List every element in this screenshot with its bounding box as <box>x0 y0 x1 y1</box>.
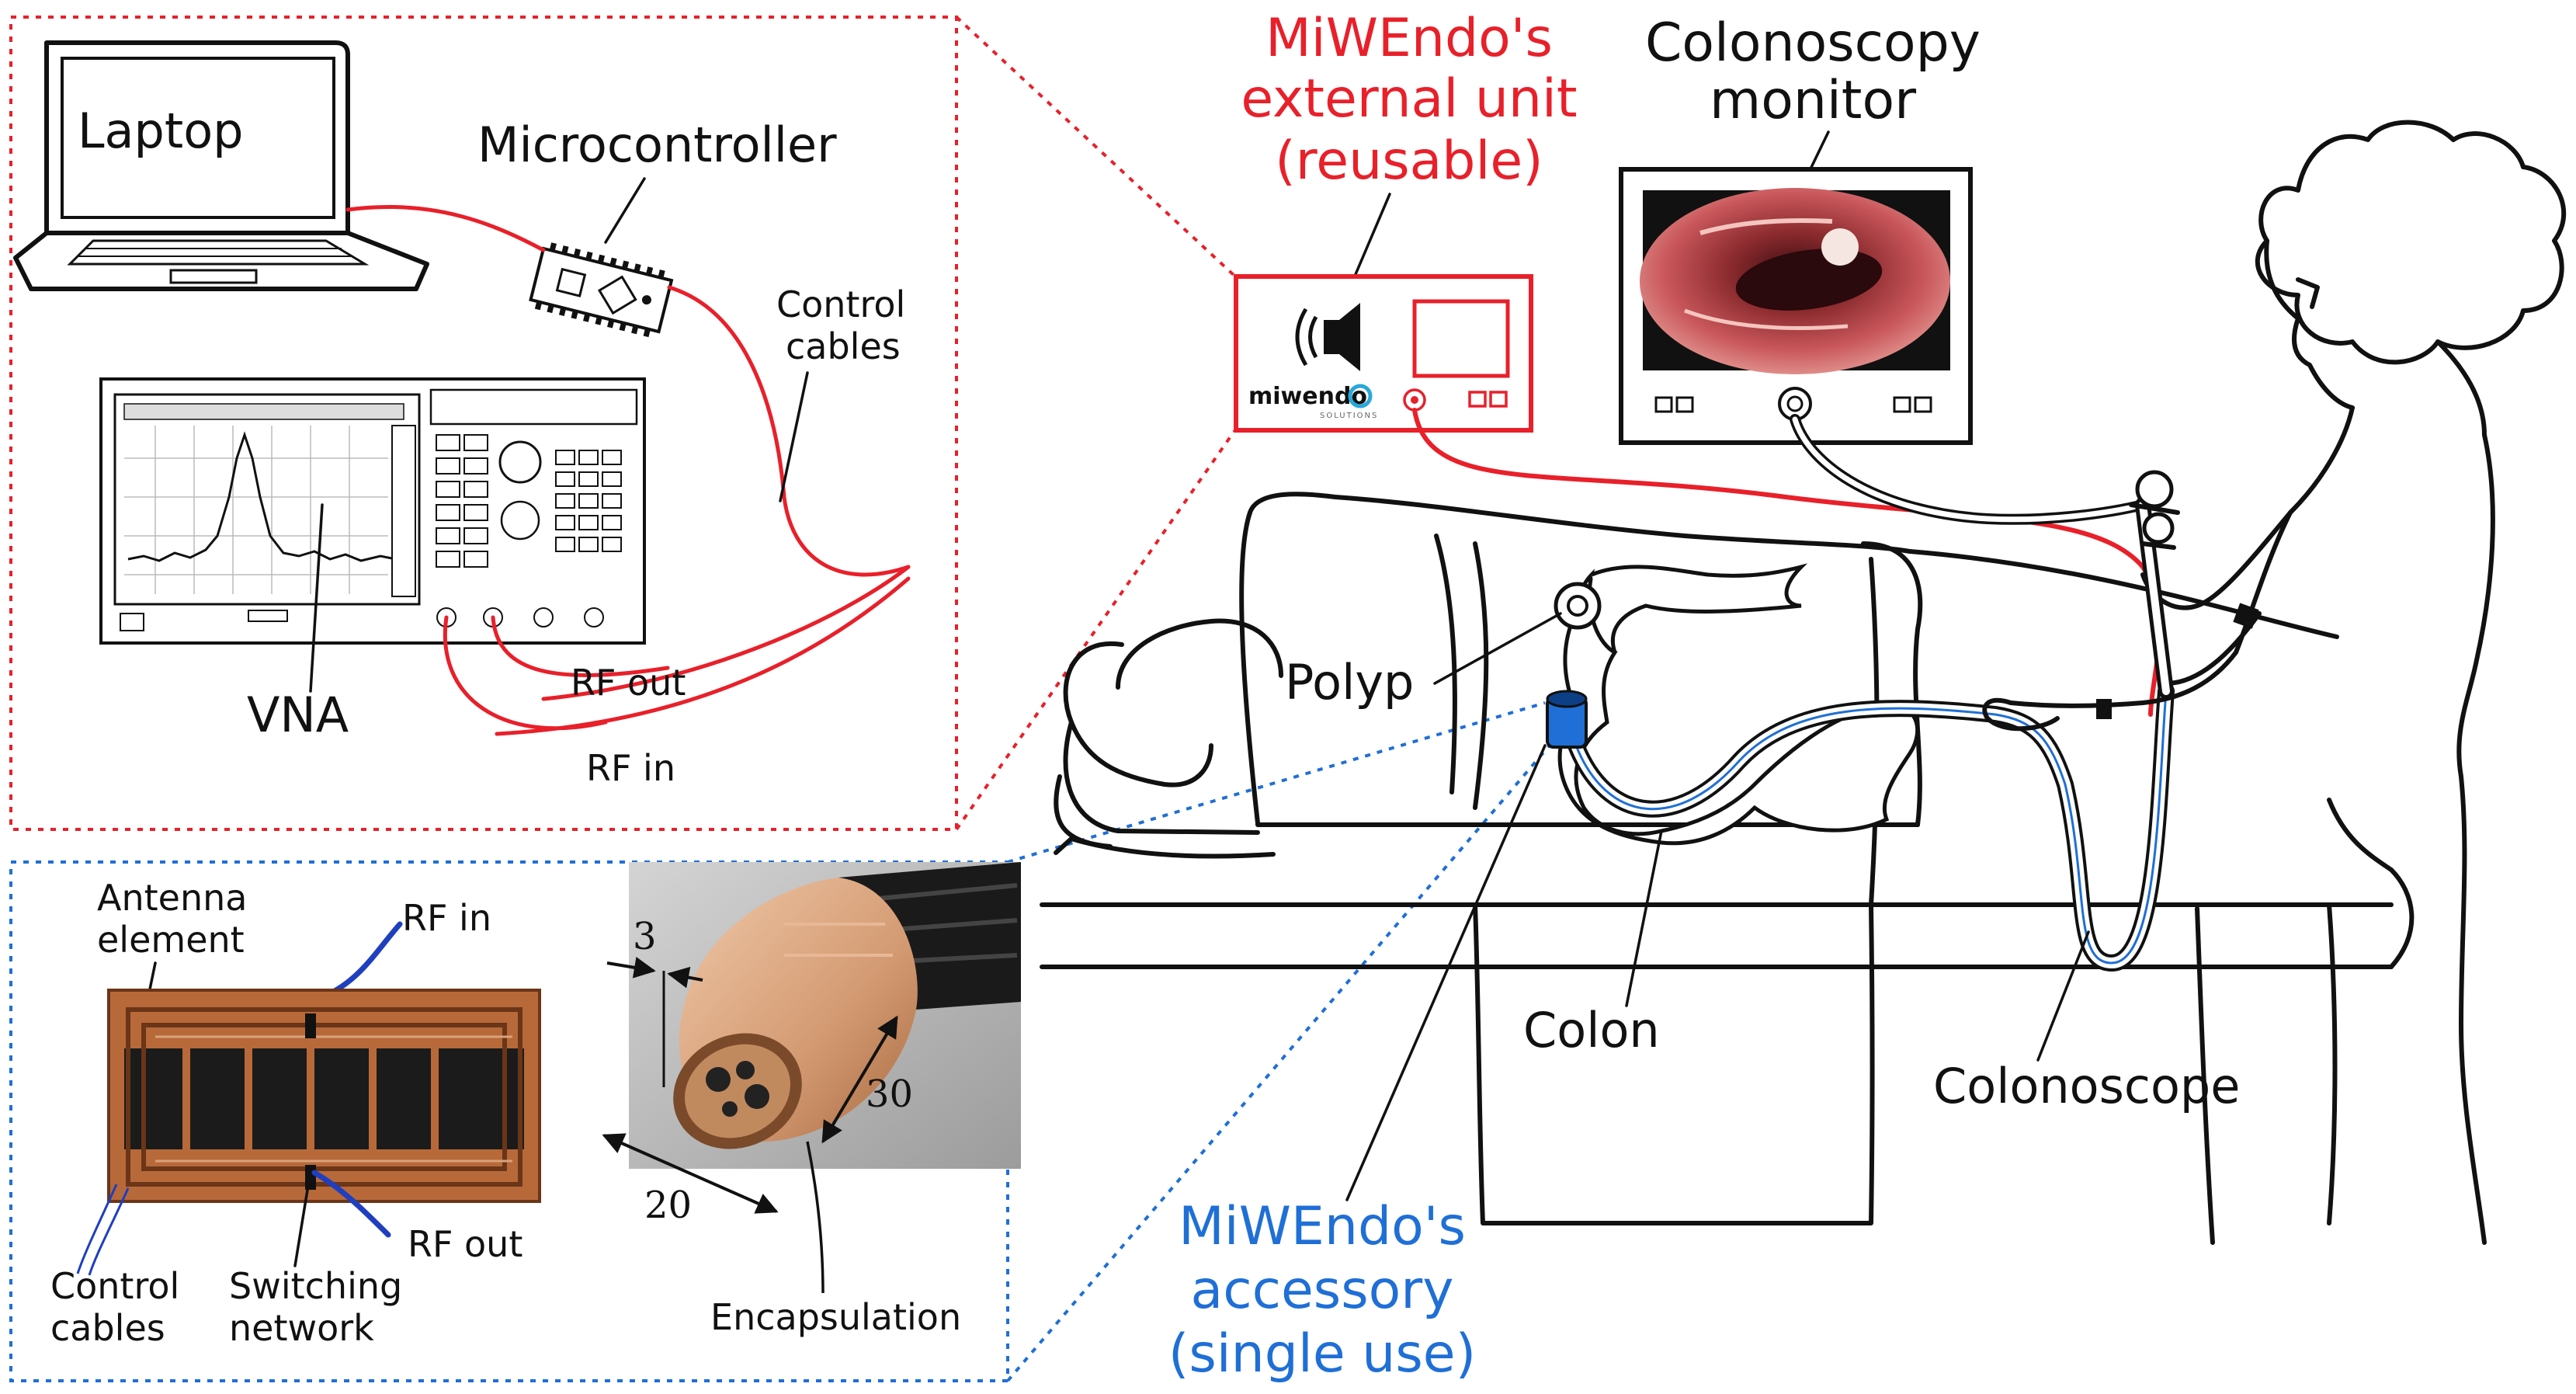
rf-out-bottom-label: RF out <box>408 1223 522 1265</box>
colonoscope-label: Colonoscope <box>1933 1058 2240 1114</box>
rf-in-bottom-label: RF in <box>402 897 491 939</box>
external-unit-label-l3: (reusable) <box>1275 130 1543 192</box>
control-cables-bottom-wire-b <box>88 1187 130 1276</box>
vna-pointer <box>309 503 324 693</box>
colon-label: Colon <box>1523 1002 1660 1059</box>
control-cables-bottom-label-l1: Control <box>50 1265 179 1307</box>
external-unit-box <box>1234 274 1533 433</box>
accessory-label-l2: accessory <box>1191 1260 1454 1321</box>
rf-out-top-label: RF out <box>571 662 686 704</box>
antenna-element-label-l1: Antenna <box>97 877 247 919</box>
patient-and-bed <box>1040 492 2415 1225</box>
miwendo-logo-text: miwendo <box>1248 383 1367 410</box>
control-cables-top-label-l2: cables <box>786 325 901 367</box>
encapsulation-pointer <box>806 1141 825 1294</box>
encapsulation-photo <box>629 862 1021 1169</box>
vna-instrument <box>99 377 646 645</box>
control-cables-bottom-label-l2: cables <box>50 1307 165 1349</box>
vna-label: VNA <box>247 687 349 743</box>
laptop-drawing <box>13 40 429 291</box>
speaker-icon <box>1295 303 1360 371</box>
external-unit-cable <box>1412 408 2161 717</box>
rf-cables-red <box>443 615 670 731</box>
dim-3-arrow-b <box>667 966 703 989</box>
external-unit-pointer <box>1348 193 1391 290</box>
monitor-label-l1: Colonoscopy <box>1645 12 1981 74</box>
external-unit-label-l2: external unit <box>1241 68 1577 130</box>
zoom-line-red-upper <box>955 16 1236 277</box>
zoom-line-red-lower <box>955 429 1236 831</box>
dim-20-label: 20 <box>644 1184 692 1227</box>
control-cables-top-label-l1: Control <box>776 283 905 325</box>
rf-out-bottom-wire <box>311 1170 391 1238</box>
miwendo-logo: miwendo SOLUTIONS <box>1248 383 1378 420</box>
encapsulation-label: Encapsulation <box>710 1296 961 1338</box>
accessory-label-l1: MiWEndo's <box>1179 1196 1466 1257</box>
external-unit-label-l1: MiWEndo's <box>1265 8 1553 69</box>
colonoscope-pointer <box>2036 930 2090 1062</box>
control-cables-bottom-wire-a <box>76 1184 118 1274</box>
dim-30-label: 30 <box>866 1072 913 1116</box>
polyp <box>1567 595 1588 617</box>
miwendo-logo-subtext: SOLUTIONS <box>1320 412 1378 420</box>
microcontroller-board <box>529 242 674 338</box>
colonoscopy-monitor <box>1619 167 1973 445</box>
monitor-label-l2: monitor <box>1710 70 1916 131</box>
antenna-pcb <box>107 989 541 1203</box>
dim-3-label: 3 <box>633 915 657 958</box>
switching-network-pointer <box>293 1179 311 1267</box>
accessory-pointer <box>1345 744 1547 1201</box>
laptop-label: Laptop <box>78 103 244 159</box>
antenna-element-label-l2: element <box>97 919 245 961</box>
microcontroller-pointer <box>604 177 646 244</box>
accessory-label-l3: (single use) <box>1168 1323 1476 1385</box>
accessory-cap <box>1546 690 1588 749</box>
zoom-line-blue-upper <box>1007 701 1546 864</box>
colon-pointer <box>1625 829 1663 1007</box>
dim-3-arrow-a <box>606 957 656 979</box>
zoom-line-blue-lower <box>1006 740 1554 1382</box>
dim-30-arrow <box>821 1015 898 1144</box>
rf-in-top-label: RF in <box>586 747 675 789</box>
dim-20-arrow <box>602 1133 779 1214</box>
colonoscope-handle <box>2129 470 2180 699</box>
polyp-label: Polyp <box>1285 654 1414 711</box>
microcontroller-label: Microcontroller <box>477 116 837 173</box>
control-cables-pointer <box>779 371 809 502</box>
switching-network-label-l2: network <box>229 1307 374 1349</box>
physician <box>1982 120 2567 1245</box>
lab-setup-panel-frame <box>9 16 958 831</box>
polyp-pointer <box>1433 612 1562 685</box>
switching-network-label-l1: Switching <box>229 1265 402 1307</box>
